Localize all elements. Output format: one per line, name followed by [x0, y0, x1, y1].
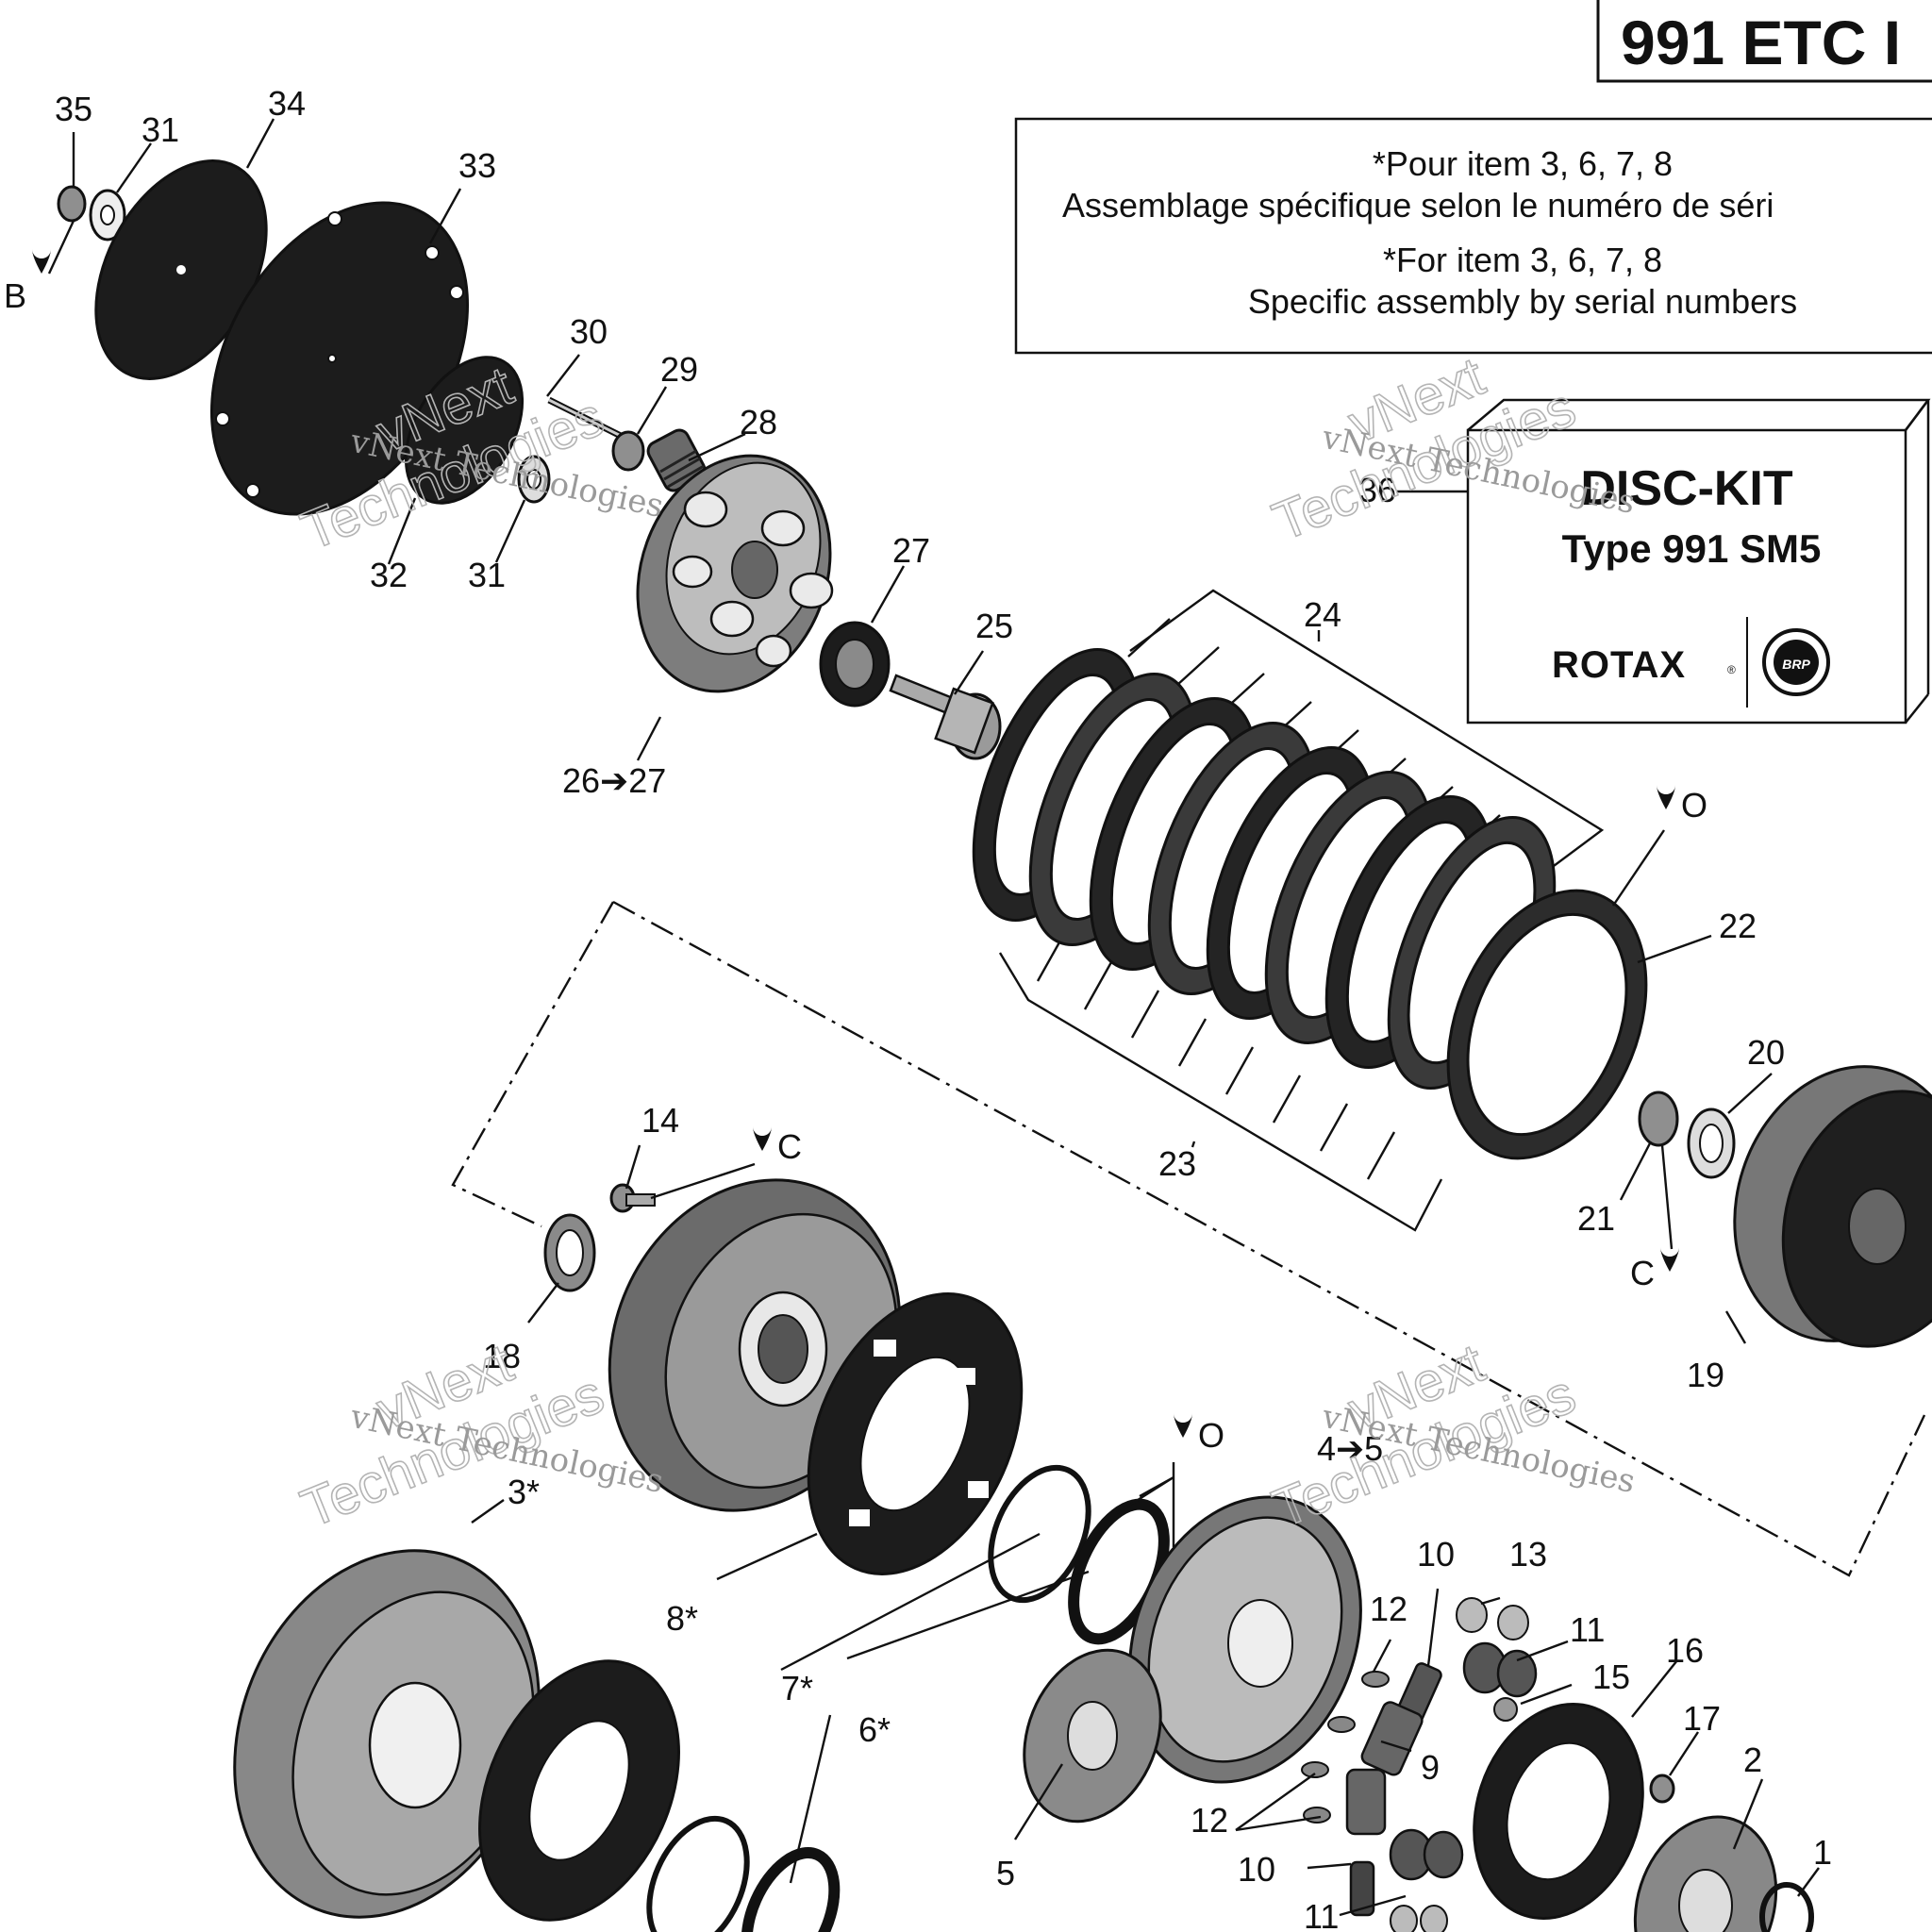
label-32: 32: [370, 556, 408, 594]
callout-labels: 35 31 34 33 B 30 29 28 32 31 27 25 26➔27…: [4, 84, 1832, 1932]
label-18: 18: [483, 1337, 521, 1375]
part-35-nut: [57, 185, 87, 223]
label-29: 29: [660, 350, 698, 389]
label-9: 9: [1421, 1748, 1440, 1787]
label-30: 30: [570, 312, 608, 351]
label-10-top: 10: [1417, 1535, 1455, 1574]
label-c-mid: C: [777, 1127, 802, 1166]
part-11-springs: [1389, 1641, 1538, 1881]
label-11-lower: 11: [1304, 1897, 1339, 1932]
label-12-lower: 12: [1191, 1801, 1228, 1840]
label-b: B: [4, 276, 26, 315]
label-o-mid: O: [1198, 1416, 1224, 1455]
label-27: 27: [892, 531, 930, 570]
label-12-top: 12: [1370, 1590, 1407, 1628]
label-26-27: 26➔27: [562, 761, 666, 800]
part-13-caps: [1390, 1597, 1529, 1932]
part-6-ring-lower: [741, 1847, 841, 1932]
label-17: 17: [1683, 1699, 1721, 1738]
leader-lines: [47, 118, 1820, 1917]
label-31-top: 31: [142, 110, 179, 149]
label-31-lower: 31: [468, 556, 506, 594]
oil-drop-icon-o2: [1174, 1413, 1192, 1438]
label-6: 6*: [858, 1710, 891, 1749]
cover-assembly: [57, 159, 707, 516]
title-box: 991 ETC I: [1596, 0, 1932, 83]
label-2: 2: [1743, 1740, 1762, 1779]
part-14-bolt: [609, 1183, 656, 1213]
oil-drop-icon-c1: [1660, 1247, 1679, 1272]
clutch-disc-stack: [972, 589, 1648, 1232]
label-8: 8*: [666, 1599, 698, 1638]
part-8-friction-plate-upper: [807, 1292, 1024, 1575]
registered-mark: ®: [1727, 663, 1736, 676]
label-19: 19: [1687, 1356, 1724, 1394]
rotax-brand: ROTAX: [1552, 644, 1686, 686]
label-34: 34: [268, 84, 306, 123]
label-15: 15: [1592, 1657, 1630, 1696]
label-11-top: 11: [1570, 1610, 1605, 1649]
part-20-washer: [1687, 1108, 1736, 1179]
part-3-clutch-basket-lower: [233, 1549, 541, 1919]
disc-kit-box: DISC-KIT Type 991 SM5 ROTAX ® BRP 36: [1358, 398, 1931, 724]
part-2-gear: [1633, 1815, 1778, 1932]
title-box-text: 991 ETC I: [1621, 8, 1901, 77]
note-en-line1: *For item 3, 6, 7, 8: [1383, 241, 1662, 279]
disc-kit-title: DISC-KIT: [1580, 461, 1793, 516]
label-21: 21: [1577, 1199, 1615, 1238]
label-4-5: 4➔5: [1317, 1429, 1383, 1468]
part-27-bearing: [819, 621, 891, 708]
part-15-pin: [1493, 1697, 1518, 1722]
label-20: 20: [1747, 1033, 1785, 1072]
note-en-line2: Specific assembly by serial numbers: [1248, 282, 1797, 321]
label-35: 35: [55, 90, 92, 128]
part-29-cap: [611, 430, 645, 472]
label-23: 23: [1158, 1144, 1196, 1183]
part-26-pressure-plate: [636, 454, 834, 693]
label-5: 5: [996, 1854, 1015, 1892]
part-32-seal-disc: [404, 356, 525, 505]
label-7: 7*: [781, 1669, 813, 1707]
note-fr-line2: Assemblage spécifique selon le numéro de…: [1062, 186, 1774, 225]
label-36: 36: [1358, 471, 1396, 509]
label-28: 28: [740, 403, 777, 441]
assembly-note: *Pour item 3, 6, 7, 8 Assemblage spécifi…: [1014, 117, 1932, 355]
part-9-spring-lower: [1345, 1768, 1387, 1836]
brp-logo-text: BRP: [1782, 657, 1810, 672]
disc-kit-subtitle: Type 991 SM5: [1562, 526, 1822, 571]
label-33: 33: [458, 146, 496, 185]
part-18-lock-washer: [543, 1213, 596, 1292]
oil-drop-icon-c2: [753, 1126, 772, 1151]
label-1: 1: [1813, 1833, 1832, 1872]
brp-logo-icon: BRP: [1762, 628, 1830, 696]
label-3: 3*: [508, 1473, 540, 1511]
label-o-top: O: [1681, 786, 1707, 824]
label-c-right: C: [1630, 1254, 1655, 1292]
part-7-spring-ring-upper: [988, 1464, 1091, 1604]
part-7-spring-ring-lower: [646, 1815, 750, 1932]
label-10-lower: 10: [1238, 1850, 1275, 1889]
part-10-spring-lower: [1349, 1860, 1375, 1917]
note-fr-line1: *Pour item 3, 6, 7, 8: [1373, 144, 1673, 183]
part-19-inner-hub: [1733, 1065, 1932, 1348]
part-17-nut: [1649, 1774, 1675, 1804]
part-21-nut: [1638, 1091, 1679, 1147]
label-25: 25: [975, 607, 1013, 645]
oil-drop-icon-o1: [1657, 785, 1675, 809]
label-22: 22: [1719, 907, 1757, 945]
part-8-friction-plate-lower: [478, 1659, 680, 1922]
part-1-washer: [1759, 1882, 1814, 1932]
oil-drop-icon-b: [32, 249, 51, 274]
part-25-pushrod: [889, 674, 1002, 760]
label-13: 13: [1509, 1535, 1547, 1574]
label-14: 14: [641, 1101, 679, 1140]
part-4-primary-gear: [1128, 1495, 1362, 1784]
part-5-small-gear: [1023, 1648, 1162, 1824]
label-16: 16: [1666, 1631, 1704, 1670]
part-16-retaining-plate: [1473, 1703, 1644, 1920]
part-9-spring: [1360, 1701, 1424, 1776]
label-24: 24: [1304, 595, 1341, 634]
